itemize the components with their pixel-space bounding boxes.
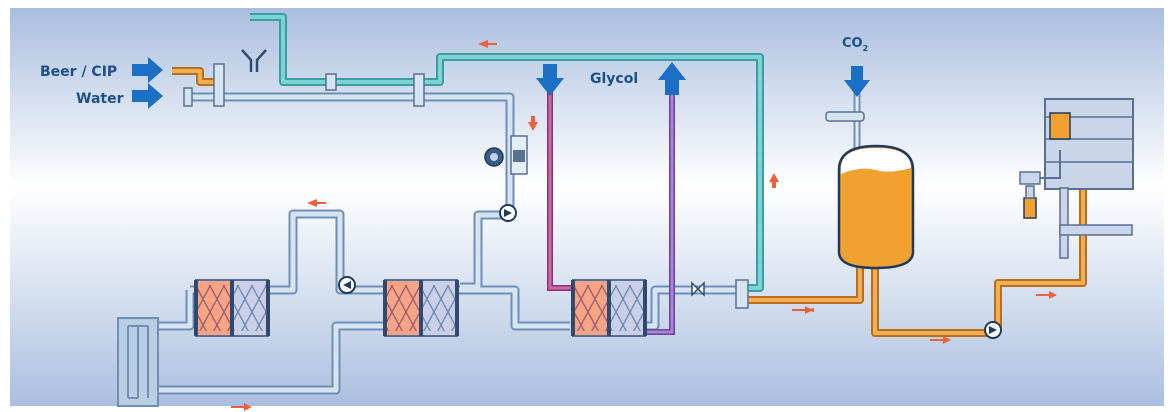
drain-funnel: [241, 49, 267, 72]
pump-icon: [338, 276, 356, 294]
glycol-pipes: [547, 85, 675, 335]
return-pipe: [250, 13, 764, 292]
heat-exchanger-1: [194, 279, 270, 337]
co2-main: CO: [842, 36, 863, 51]
input-arrows: [132, 57, 870, 109]
co2-subscript: 2: [863, 44, 869, 53]
pump-icon: [984, 321, 1002, 339]
filler-machine: [1019, 98, 1134, 259]
check-valve: [691, 281, 705, 297]
pipe-fittings: [183, 63, 749, 309]
flow-meter: [484, 135, 528, 175]
holding-coil: [117, 317, 159, 407]
flow-arrows: [231, 40, 1057, 411]
heat-exchanger-2: [383, 279, 459, 337]
glycol-label: Glycol: [590, 71, 638, 87]
co2-label: CO2: [842, 36, 868, 53]
heat-exchanger-3: [571, 279, 647, 337]
water-label: Water: [76, 91, 124, 107]
co2-line: [825, 88, 865, 152]
bright-beer-tank: [837, 144, 915, 270]
beer-cip-label: Beer / CIP: [40, 64, 117, 80]
pump-icon: [499, 204, 517, 222]
